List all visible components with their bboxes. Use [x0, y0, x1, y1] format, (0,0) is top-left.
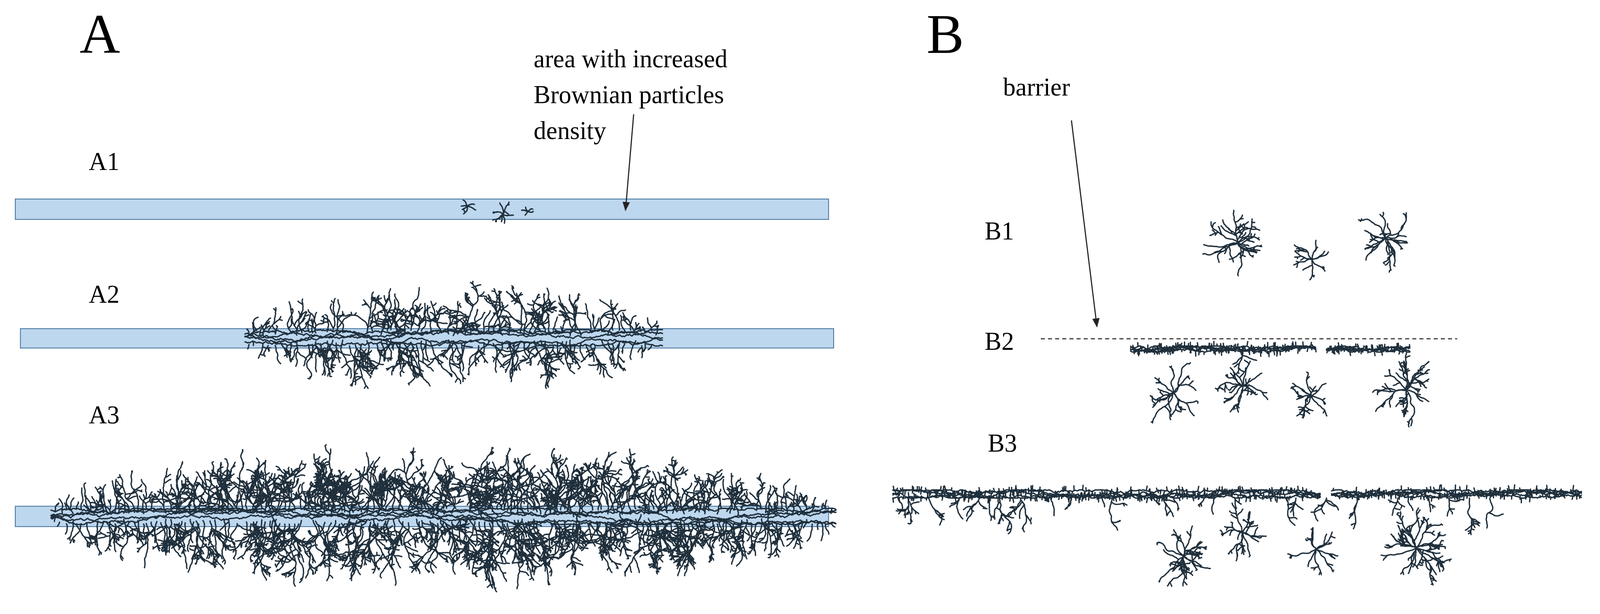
label-holder: A1 [88, 148, 120, 174]
aggregate-a2 [244, 281, 663, 389]
panel-letter: A [79, 6, 120, 63]
row-label: B2 [984, 328, 1014, 354]
aggregate-a3 [51, 444, 836, 592]
leader-arrow [1071, 120, 1097, 327]
label-holder: B [926, 6, 964, 63]
annotation-text: barrier [1003, 74, 1070, 100]
leader-arrow [625, 114, 634, 211]
label-holder: A2 [88, 281, 120, 307]
label-holder: area with increased Brownian particles d… [533, 40, 779, 149]
label-holder: A3 [88, 402, 120, 428]
density-band [15, 199, 829, 220]
aggregate-a1 [461, 200, 534, 223]
row-label: A1 [88, 148, 120, 174]
label-holder: A [79, 6, 120, 63]
barrier-line [1040, 338, 1457, 340]
label-holder: barrier [1003, 74, 1070, 100]
label-holder: B1 [984, 218, 1014, 244]
row-label: A3 [88, 402, 120, 428]
aggregate-b3 [892, 484, 1582, 587]
annotation-text: area with increased Brownian particles d… [533, 40, 779, 149]
aggregate-clusters [51, 200, 1582, 592]
aggregate-b1 [1202, 210, 1408, 280]
aggregate-b2 [1130, 341, 1430, 427]
row-label: A2 [88, 281, 120, 307]
label-holder: B2 [984, 328, 1014, 354]
row-label: B1 [984, 218, 1014, 244]
row-label: B3 [987, 430, 1018, 456]
label-holder: B3 [987, 430, 1018, 456]
panel-letter: B [926, 6, 964, 63]
